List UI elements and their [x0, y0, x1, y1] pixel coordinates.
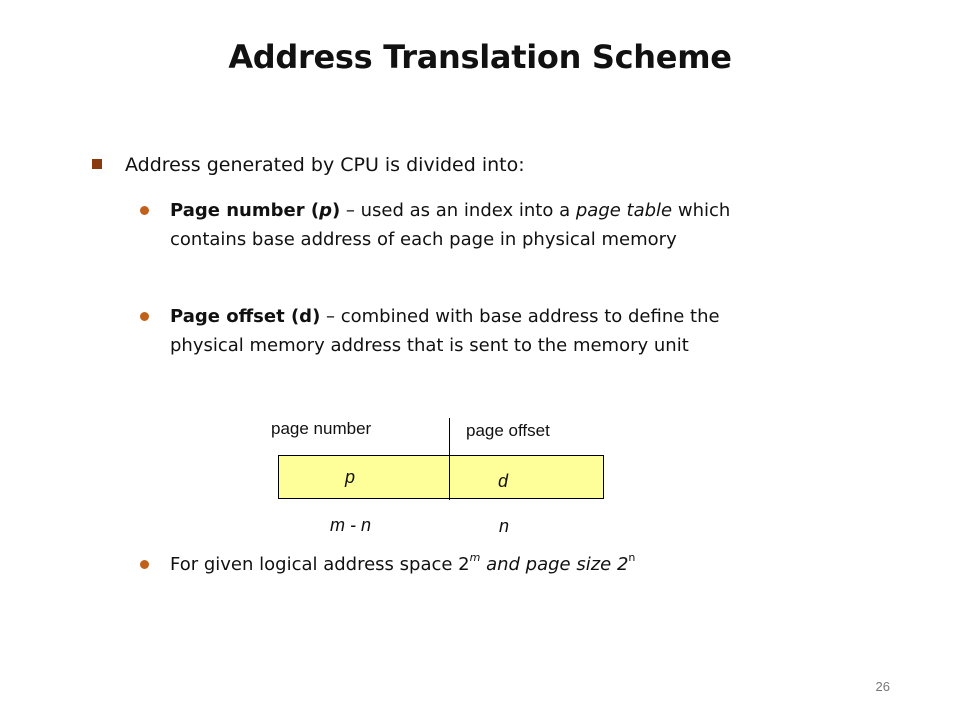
dot-bullet-icon: [140, 560, 149, 569]
bits-m-minus-n: m - n: [330, 515, 372, 535]
sub-bullet-text: For given logical address space 2m and p…: [170, 551, 636, 575]
dot-bullet-icon: [140, 312, 149, 321]
sub-bullet-page-offset: Page offset (d) – combined with base add…: [136, 302, 786, 392]
cell-d: d: [498, 471, 509, 491]
sub-bullet-page-number: Page number (p) – used as an index into …: [136, 196, 786, 286]
bits-n: n: [499, 516, 510, 536]
term: Page number (p): [170, 200, 341, 221]
slide-title: Address Translation Scheme: [228, 38, 732, 76]
field-divider: [449, 418, 450, 500]
address-box: [278, 455, 604, 499]
main-bullet-text: Address generated by CPU is divided into…: [125, 154, 525, 176]
term: Page offset (d): [170, 306, 321, 327]
dot-bullet-icon: [140, 206, 149, 215]
page-offset-label: page offset: [466, 421, 550, 440]
sub-bullet-address-space: For given logical address space 2m and p…: [136, 550, 786, 580]
cell-p: p: [345, 467, 356, 487]
sub-bullet-text: Page number (p) – used as an index into …: [170, 200, 731, 250]
page-number-label: page number: [271, 419, 372, 438]
slide-number: 26: [875, 679, 890, 694]
sub-bullet-text: Page offset (d) – combined with base add…: [170, 306, 720, 356]
square-bullet-icon: [92, 159, 102, 169]
